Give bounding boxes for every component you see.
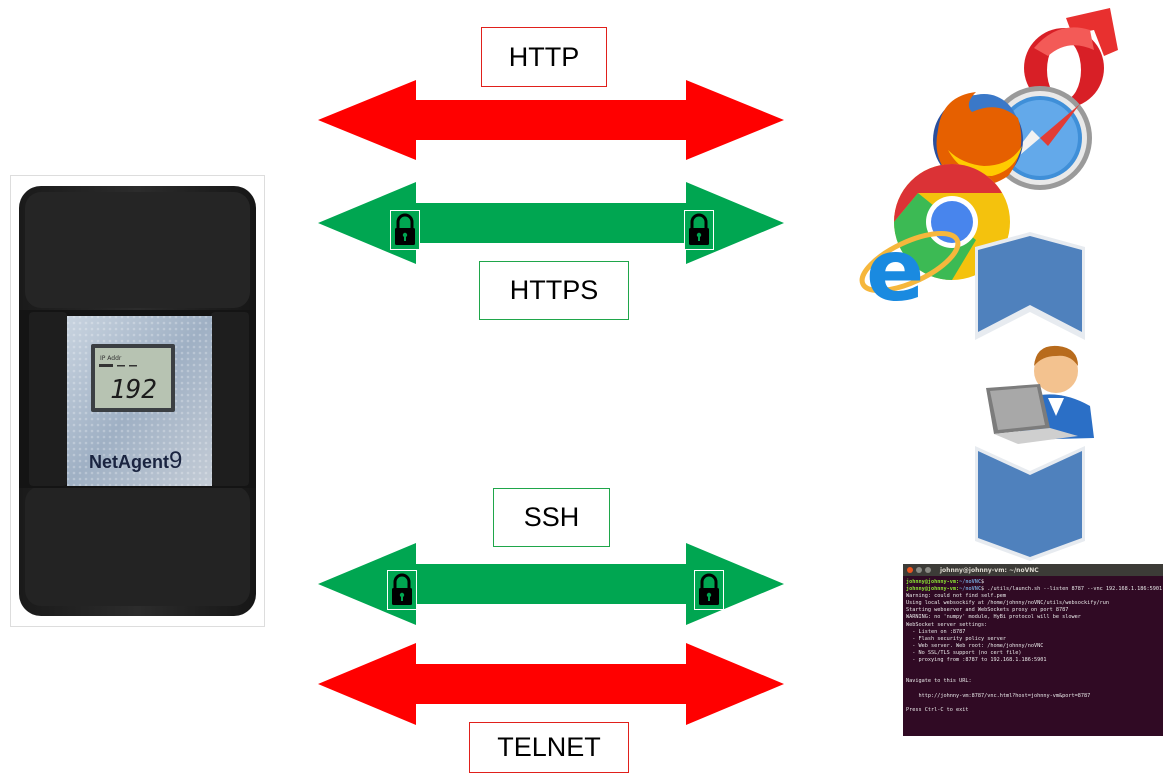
terminal-text: - proxying from :8787 to 192.168.1.186:5… (906, 657, 1047, 664)
lock-icon (387, 570, 417, 610)
terminal-line: - proxying from :8787 to 192.168.1.186:5… (906, 657, 1160, 664)
terminal-line: johnny@johnny-vm:~/noVNC$ ./utils/launch… (906, 586, 1163, 593)
terminal-text: Warning: could not find self.pem (906, 593, 1006, 600)
lock-icon (390, 210, 420, 250)
terminal-text: - Flash security policy server (906, 635, 1006, 642)
terminal-window: johnny@johnny-vm: ~/noVNC johnny@johnny-… (903, 564, 1163, 736)
browser-icons-cluster: e (859, 8, 1118, 321)
terminal-title: johnny@johnny-vm: ~/noVNC (940, 566, 1039, 574)
ssh-arrow (318, 543, 784, 625)
http-arrow (318, 80, 784, 160)
terminal-text: Navigate to this URL: (906, 678, 972, 685)
terminal-line: - Listen on :8787 (906, 629, 1160, 636)
firefox-icon (933, 92, 1023, 186)
terminal-path: ~/noVNC (959, 579, 981, 585)
svg-text:IP Addr: IP Addr (100, 355, 122, 362)
terminal-line: Press Ctrl-C to exit (906, 707, 1160, 714)
terminal-text: - No SSL/TLS support (no cert file) (906, 649, 1022, 656)
terminal-titlebar: johnny@johnny-vm: ~/noVNC (903, 564, 1163, 576)
terminal-text: http://johnny-vm:8787/vnc.html?host=john… (906, 692, 1091, 699)
terminal-line (906, 671, 1160, 678)
terminal-text (906, 671, 909, 677)
svg-text:e: e (866, 221, 924, 321)
telnet-arrow (318, 643, 784, 725)
terminal-line: Navigate to this URL: (906, 678, 1160, 685)
netagent-device: IP Addr 192 NetAgent9 (10, 175, 265, 627)
minimize-icon[interactable] (916, 567, 922, 573)
terminal-line: - Web server. Web root: /home/johnny/noV… (906, 643, 1160, 650)
ssh-label: SSH (493, 488, 610, 547)
terminal-text (906, 685, 909, 691)
terminal-prompt: johnny@johnny-vm: (906, 586, 960, 593)
lcd-value: 192 (110, 375, 157, 405)
terminal-line (906, 664, 1160, 671)
terminal-text: WARNING: no 'numpy' module, HyBi protoco… (906, 614, 1081, 621)
terminal-line: WARNING: no 'numpy' module, HyBi protoco… (906, 614, 1160, 621)
terminal-line: WebSocket server settings: (906, 622, 1160, 629)
user-laptop-icon (986, 345, 1094, 444)
terminal-line (906, 700, 1160, 707)
close-icon[interactable] (907, 567, 913, 573)
terminal-line: - Flash security policy server (906, 636, 1160, 643)
terminal-line: http://johnny-vm:8787/vnc.html?host=john… (906, 693, 1160, 700)
terminal-text (906, 664, 909, 670)
netagent-device-image: IP Addr 192 NetAgent9 (19, 186, 256, 616)
terminal-text: WebSocket server settings: (906, 621, 988, 628)
terminal-text: $ (980, 579, 985, 585)
telnet-label: TELNET (469, 722, 629, 773)
http-label: HTTP (481, 27, 607, 87)
terminal-path: ~/noVNC (959, 586, 981, 593)
terminal-output: johnny@johnny-vm:~/noVNC$johnny@johnny-v… (903, 576, 1163, 714)
terminal-text: - Web server. Web root: /home/johnny/noV… (906, 642, 1044, 649)
chevron-down-icon (975, 446, 1085, 561)
lock-icon (694, 570, 724, 610)
brand-logo: NetAgent9 (89, 447, 182, 474)
terminal-line: - No SSL/TLS support (no cert file) (906, 650, 1160, 657)
https-label: HTTPS (479, 261, 629, 320)
maximize-icon[interactable] (925, 567, 931, 573)
terminal-text: Press Ctrl-C to exit (906, 706, 969, 713)
terminal-prompt: johnny@johnny-vm: (906, 579, 960, 585)
terminal-line: Warning: could not find self.pem (906, 593, 1160, 600)
terminal-text: - Listen on :8787 (906, 628, 966, 635)
terminal-text: $ ./utils/launch.sh --listen 8787 --vnc … (980, 586, 1163, 593)
internet-explorer-icon: e (859, 221, 961, 321)
terminal-text: Starting webserver and WebSockets proxy … (906, 607, 1069, 614)
terminal-line (906, 685, 1160, 692)
https-arrow (318, 182, 784, 264)
lock-icon (684, 210, 714, 250)
terminal-line: Using local websockify at /home/johnny/n… (906, 600, 1160, 607)
terminal-line: Starting webserver and WebSockets proxy … (906, 607, 1160, 614)
terminal-line: johnny@johnny-vm:~/noVNC$ (906, 579, 1160, 586)
terminal-text (906, 700, 909, 706)
terminal-text: Using local websockify at /home/johnny/n… (906, 600, 1110, 607)
chevron-up-icon (975, 232, 1085, 340)
